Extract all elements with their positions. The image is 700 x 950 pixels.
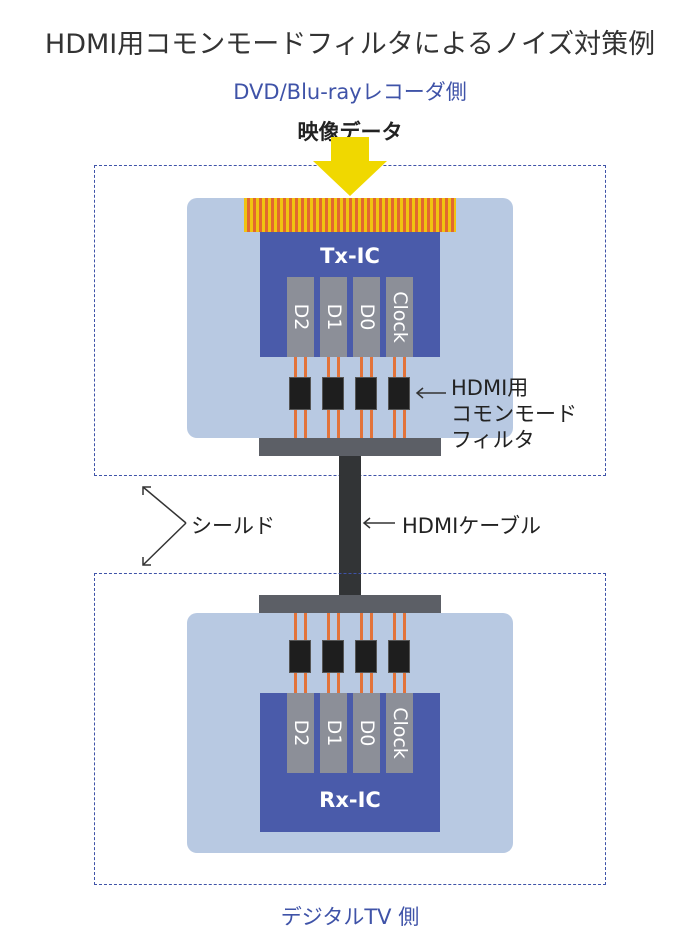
sink-side-label: デジタルTV 側 bbox=[280, 905, 420, 929]
source-side-label: DVD/Blu-rayレコーダ側 bbox=[233, 80, 467, 104]
fpc-connector bbox=[244, 198, 456, 232]
video-data-arrow bbox=[313, 137, 387, 196]
rx-common-mode-filter bbox=[355, 640, 377, 673]
filter-label-line2: コモンモード bbox=[451, 402, 577, 426]
filter-label: HDMI用 コモンモード フィルタ bbox=[451, 375, 577, 453]
tx-lane-d1: D1 bbox=[320, 277, 347, 357]
filter-label-line1: HDMI用 bbox=[451, 376, 529, 400]
hdmi-cable bbox=[339, 456, 361, 596]
shield-arrow-down bbox=[142, 522, 187, 566]
rx-lane-d0: D0 bbox=[353, 693, 380, 773]
tx-connector bbox=[259, 438, 441, 456]
shield-label: シールド bbox=[191, 514, 275, 538]
tx-lane-clock: Clock bbox=[386, 277, 413, 357]
rx-common-mode-filter bbox=[388, 640, 410, 673]
rx-common-mode-filter bbox=[289, 640, 311, 673]
filter-label-line3: フィルタ bbox=[451, 428, 535, 452]
tx-common-mode-filter bbox=[388, 377, 410, 410]
diagram-title: HDMI用コモンモードフィルタによるノイズ対策例 bbox=[44, 29, 656, 60]
cable-pointer-head bbox=[362, 517, 371, 529]
rx-connector bbox=[259, 595, 441, 613]
tx-common-mode-filter bbox=[322, 377, 344, 410]
rx-lane-d1: D1 bbox=[320, 693, 347, 773]
rx-common-mode-filter bbox=[322, 640, 344, 673]
rx-lane-clock: Clock bbox=[386, 693, 413, 773]
filter-pointer-head bbox=[415, 387, 424, 399]
tx-lane-d0: D0 bbox=[353, 277, 380, 357]
rx-ic-label: Rx-IC bbox=[319, 788, 381, 812]
rx-lane-d2: D2 bbox=[287, 693, 314, 773]
tx-common-mode-filter bbox=[289, 377, 311, 410]
tx-ic-label: Tx-IC bbox=[320, 244, 380, 268]
shield-arrow-up bbox=[142, 486, 187, 524]
tx-common-mode-filter bbox=[355, 377, 377, 410]
tv-enclosure bbox=[94, 573, 606, 885]
shield-arrow-up-head bbox=[142, 486, 151, 495]
tx-lane-d2: D2 bbox=[287, 277, 314, 357]
cable-label: HDMIケーブル bbox=[402, 514, 542, 538]
shield-arrow-down-head bbox=[142, 557, 151, 566]
